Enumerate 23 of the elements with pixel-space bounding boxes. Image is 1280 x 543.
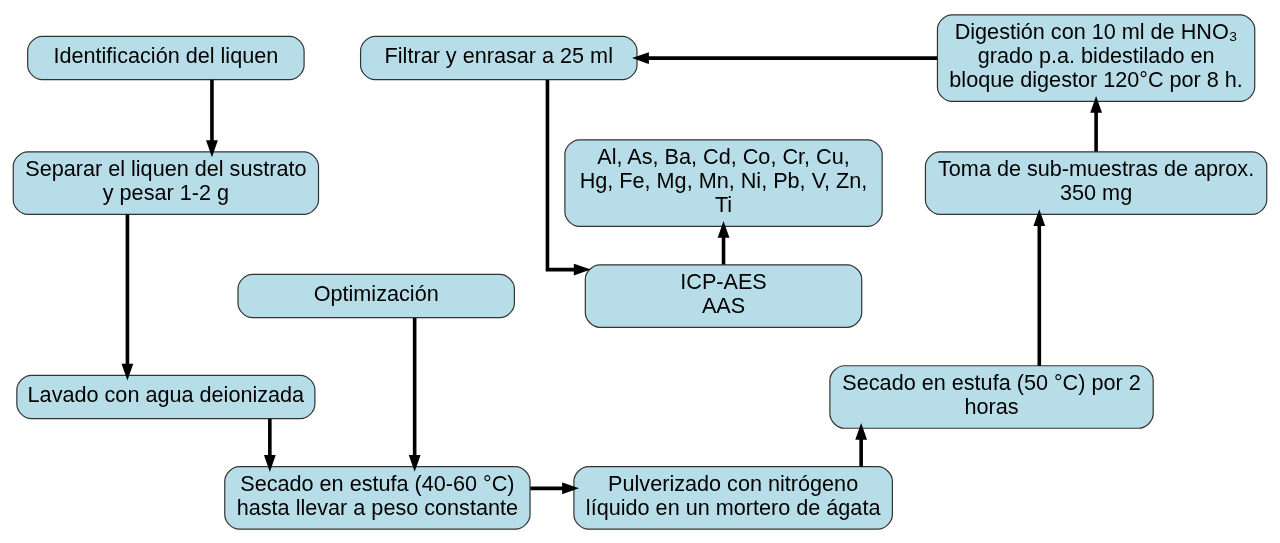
node-box: Secado en estufa (40-60 °C) hasta llevar a peso constante — [224, 465, 531, 530]
node-box: Toma de sub-muestras de aprox. 350 mg — [924, 150, 1268, 215]
node-box: Separar el liquen del sustrato y pesar 1-2 g — [12, 150, 320, 215]
arrow — [1033, 208, 1046, 366]
node-box: Identificación del liquen — [27, 35, 305, 80]
node-box: Pulverizado con nitrógeno líquido en un mortero de ágata — [573, 465, 893, 530]
node-box: Secado en estufa (50 °C) por 2 horas — [829, 364, 1154, 429]
node-box: Al, As, Ba, Cd, Co, Cr, Cu, Hg, Fe, Mg, Mn, Ni, Pb, V, Zn, Ti — [564, 138, 883, 227]
node-box: Filtrar y enrasar a 25 ml — [359, 35, 638, 80]
arrow — [717, 220, 730, 265]
arrow — [855, 422, 868, 467]
arrow — [263, 418, 276, 472]
arrow — [1090, 95, 1102, 152]
arrow — [408, 317, 421, 472]
node-box: ICP-AES AAS — [584, 263, 863, 328]
arrow — [632, 51, 938, 64]
arrow — [530, 481, 579, 494]
arrow — [206, 79, 218, 157]
node-box: Digestión con 10 ml de HNO₃ grado p.a. bidestilado en bloque digestor 120°C por 8 h. — [936, 13, 1256, 102]
node-box: Optimización — [237, 273, 515, 318]
arrow — [121, 214, 134, 381]
arrow — [545, 79, 591, 275]
node-box: Lavado con agua deionizada — [16, 374, 316, 419]
